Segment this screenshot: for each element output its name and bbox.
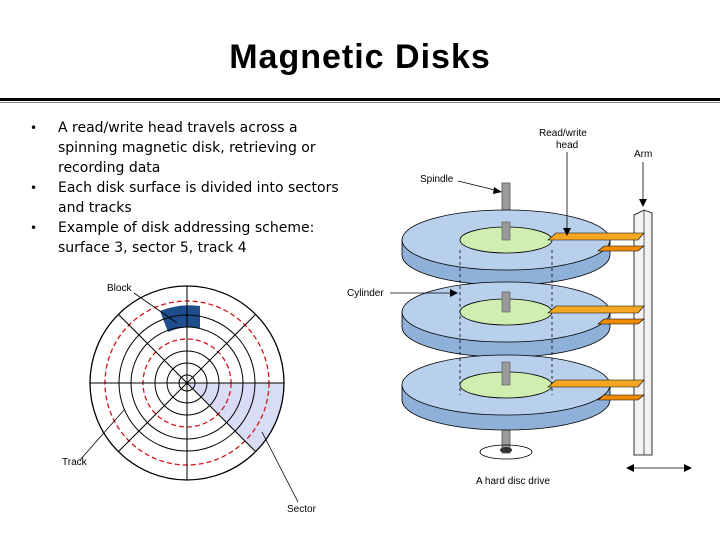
platter-middle — [401, 281, 611, 358]
head-pointer-arrow-icon — [563, 228, 571, 236]
bullet-text: Each disk surface is divided into sector… — [58, 180, 339, 216]
title-divider — [0, 98, 720, 101]
bullet-text: A read/write head travels across a spinn… — [58, 120, 316, 176]
block-pointer — [133, 292, 178, 324]
spindle-segment — [501, 361, 511, 386]
read-write-head-label-line2: head — [556, 140, 578, 151]
base-hub — [500, 447, 512, 453]
bullet-list: • A read/write head travels across a spin… — [30, 118, 340, 258]
block-highlight — [160, 305, 200, 332]
sector-shade-lower — [187, 383, 256, 480]
arm-top — [547, 232, 645, 252]
track-label: Track — [62, 457, 88, 468]
bullet-item: • A read/write head travels across a spin… — [30, 118, 340, 178]
sector-divider — [118, 314, 256, 452]
platter-bottom — [401, 354, 611, 431]
sector-shade-right — [187, 314, 284, 383]
sector-shade-lower-right — [187, 383, 284, 452]
spindle-pointer-arrow-icon — [493, 187, 502, 194]
rotation-arrow-left-icon — [626, 464, 634, 472]
rotation-arrow-right-icon — [684, 464, 692, 472]
arm-bottom — [547, 379, 645, 401]
arm-column — [633, 209, 653, 456]
arm-top-face — [547, 379, 645, 388]
bullet-dot-icon: • — [30, 221, 38, 235]
spindle-segment — [501, 221, 511, 241]
arm-top-face — [547, 305, 645, 314]
arm-label: Arm — [634, 149, 652, 160]
sector-pointer — [261, 431, 299, 503]
bullet-item: • Each disk surface is divided into secto… — [30, 178, 340, 218]
arm-underside — [597, 245, 645, 252]
cylinder-pointer-arrow-icon — [450, 289, 458, 297]
bullet-dot-icon: • — [30, 121, 38, 135]
bullet-text: Example of disk addressing scheme: surfa… — [58, 220, 315, 256]
bullet-item: • Example of disk addressing scheme: surf… — [30, 218, 340, 258]
arm-top-face — [547, 232, 645, 241]
spindle-pointer — [457, 180, 500, 192]
arm-middle — [547, 305, 645, 325]
drive-caption: A hard disc drive — [476, 476, 550, 487]
sector-label: Sector — [287, 504, 317, 515]
slide-title: Magnetic Disks — [229, 38, 491, 76]
arm-pointer-arrow-icon — [639, 199, 647, 207]
title-divider-shadow — [0, 102, 720, 103]
arm-underside — [597, 394, 645, 401]
spindle-label: Spindle — [420, 174, 454, 185]
block-label: Block — [107, 283, 132, 294]
read-write-head-label: Read/write — [539, 128, 587, 139]
track-pointer — [79, 409, 125, 461]
platter-top — [401, 209, 611, 286]
cylinder-label: Cylinder — [347, 288, 384, 299]
spindle-segment — [501, 291, 511, 313]
arm-underside — [597, 318, 645, 325]
base-ellipse — [479, 444, 533, 460]
bullet-dot-icon: • — [30, 181, 38, 195]
